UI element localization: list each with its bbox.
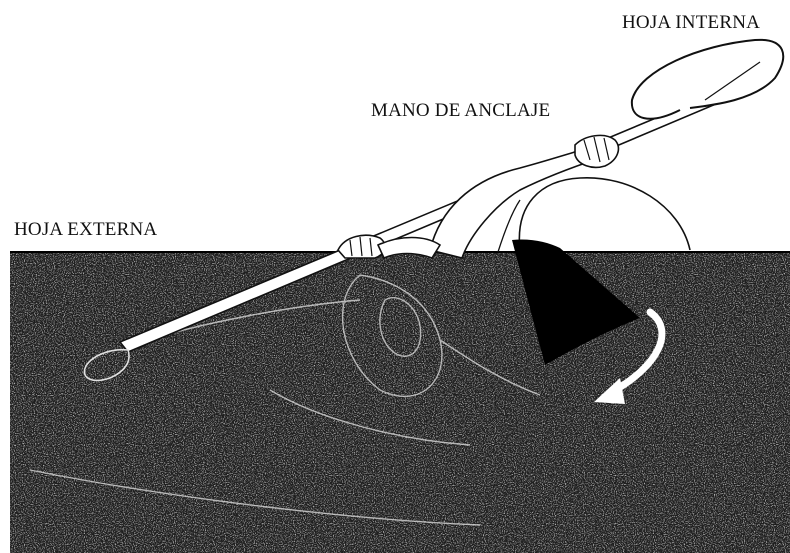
label-inner-blade: HOJA INTERNA — [622, 12, 760, 34]
water-area — [10, 252, 790, 553]
kayaker-upper-body — [338, 135, 618, 258]
label-outer-blade: HOJA EXTERNA — [14, 219, 157, 241]
label-anchor-hand: MANO DE ANCLAJE — [371, 100, 550, 122]
anchor-hand — [575, 135, 618, 167]
kayaker-head-outline — [519, 178, 690, 250]
